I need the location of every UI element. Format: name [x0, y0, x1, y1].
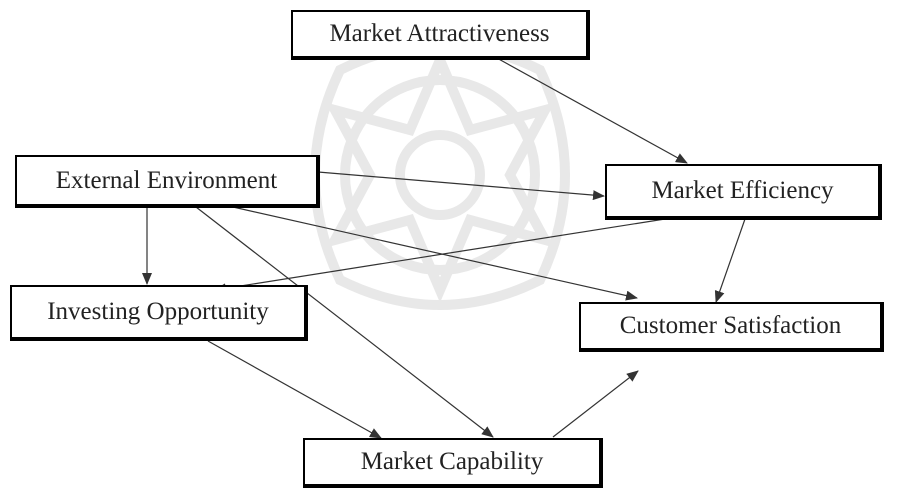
node-label: External Environment [55, 166, 278, 194]
node-customer-satisfaction: Customer Satisfaction [579, 302, 884, 352]
node-investing-opportunity: Investing Opportunity [10, 285, 308, 341]
edge-environment-to-capability [195, 206, 494, 438]
node-market-capability: Market Capability [303, 438, 603, 488]
node-market-attractiveness: Market Attractiveness [291, 10, 590, 60]
edge-environment-to-satisfaction [232, 206, 638, 301]
edge-efficiency-to-opportunity [214, 218, 666, 294]
node-label: Market Capability [360, 448, 544, 475]
node-market-efficiency: Market Efficiency [605, 164, 882, 220]
edge-environment-to-efficiency [317, 171, 605, 201]
node-label: Market Attractiveness [329, 20, 550, 47]
edge-attractiveness-to-efficiency [494, 56, 688, 164]
node-label: Market Efficiency [651, 177, 834, 204]
node-external-environment: External Environment [15, 155, 320, 208]
node-label: Customer Satisfaction [619, 312, 842, 339]
edge-capability-to-satisfaction [552, 370, 639, 438]
edge-opportunity-to-capability [207, 340, 382, 439]
node-label: Investing Opportunity [47, 298, 269, 325]
edge-efficiency-to-satisfaction [714, 218, 746, 303]
